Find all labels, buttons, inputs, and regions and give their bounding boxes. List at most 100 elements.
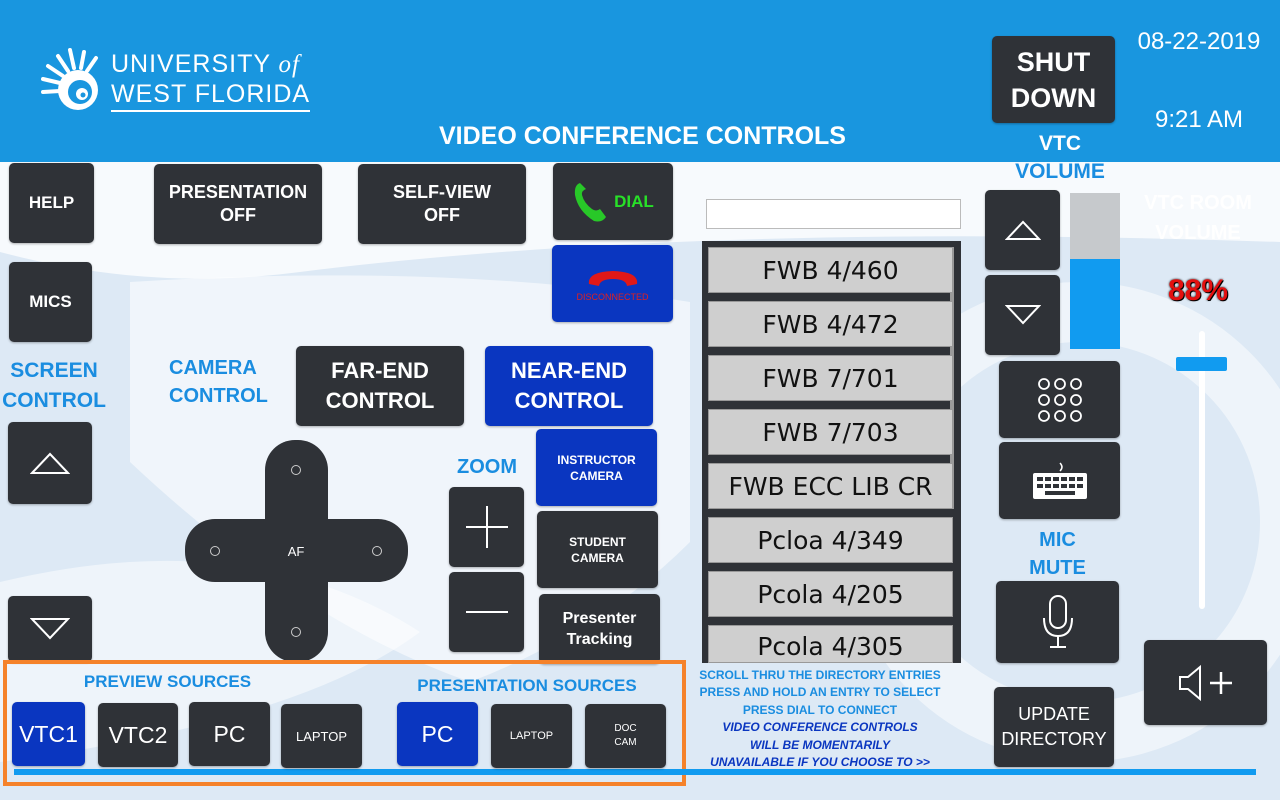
far-end-control-button[interactable]: FAR-END CONTROL [296,346,464,426]
room-volume-slider-thumb[interactable] [1176,357,1227,371]
preview-source-laptop-button[interactable]: LAPTOP [281,704,362,768]
vtc-volume-fill [1070,259,1120,349]
arrow-up-icon [1004,220,1041,240]
update-label-2: DIRECTORY [1001,729,1107,749]
preview-source-pc-button[interactable]: PC [189,702,270,766]
presentation-source-doc-cam-button[interactable]: DOC CAM [585,704,666,768]
mic-mute-button[interactable] [996,581,1119,663]
dial-label: DIAL [614,191,654,211]
zoom-in-button[interactable] [449,487,524,567]
camera-control-label: CAMERA CONTROL [160,354,279,410]
disconnect-button[interactable]: DISCONNECTED [552,245,673,322]
directory-entry[interactable]: Pcola 4/305 [708,625,953,663]
keypad-button[interactable] [999,361,1120,438]
presentation-source-pc-button[interactable]: PC [397,702,478,766]
phone-red-icon [588,270,637,286]
student-camera-button[interactable]: STUDENT CAMERA [537,511,658,588]
vtc-volume-label-1: VTC [1039,132,1081,155]
university-name-line1: UNIVERSITY of [111,50,300,79]
directory-note-line: PRESS DIAL TO CONNECT [742,703,898,717]
near-end-control-button[interactable]: NEAR-END CONTROL [485,346,653,426]
camera-control-label-1: CAMERA [169,357,257,379]
directory-note-line: VIDEO CONFERENCE CONTROLS [722,720,918,734]
presentation-off-button[interactable]: PRESENTATION OFF [154,164,322,244]
pan-right-button[interactable] [357,531,397,571]
self-view-off-button[interactable]: SELF-VIEW OFF [358,164,526,244]
shut-down-label-1: SHUT [1016,46,1091,77]
vtc-room-volume-label: VTC ROOM VOLUME [1136,188,1260,248]
instructor-label-2: CAMERA [570,468,623,483]
dpad-dot-icon [291,627,301,637]
screen-down-button[interactable] [8,596,92,662]
arrow-down-icon [1004,305,1041,325]
preview-source-vtc1-button[interactable]: VTC1 [12,702,85,766]
self-view-label-1: SELF-VIEW [393,182,491,202]
vtc-volume-meter [1070,193,1120,349]
zoom-out-button[interactable] [449,572,524,652]
directory-entry[interactable]: Pcola 4/205 [708,571,953,617]
disconnected-label: DISCONNECTED [576,291,649,302]
microphone-icon [1042,595,1073,648]
volume-up-speaker-button[interactable] [1144,640,1267,725]
vtc-volume-down-button[interactable] [985,275,1060,355]
far-end-label-2: CONTROL [325,388,435,413]
presentation-label-1: PRESENTATION [168,182,308,202]
near-end-label-2: CONTROL [514,388,624,413]
presenter-label-2: Tracking [566,631,633,648]
directory-entry[interactable]: FWB 7/701 [708,355,953,401]
dpad-dot-icon [372,546,382,556]
page-title: VIDEO CONFERENCE CONTROLS [439,122,846,150]
autofocus-button[interactable]: AF [287,543,305,559]
camera-dpad: AF [185,440,408,662]
directory-entry[interactable]: FWB 4/472 [708,301,953,347]
mic-mute-label-1: MIC [1039,529,1076,551]
mic-mute-label: MIC MUTE [996,526,1119,582]
directory-note-line: UNAVAILABLE IF YOU CHOOSE TO >> [710,755,930,769]
directory-entry[interactable]: Pcloa 4/349 [708,517,953,563]
date-display: 08-22-2019 [1137,28,1261,55]
directory-entry[interactable]: FWB 7/703 [708,409,953,455]
dpad-dot-icon [210,546,220,556]
student-label-1: STUDENT [569,534,626,549]
keyboard-icon [1032,461,1087,499]
near-end-label-1: NEAR-END [510,358,628,383]
directory-note-line: SCROLL THRU THE DIRECTORY ENTRIES [699,668,941,682]
vtc-volume-up-button[interactable] [985,190,1060,270]
bottom-accent-bar [14,769,1256,775]
preview-source-vtc2-button[interactable]: VTC2 [98,703,178,767]
directory-note-line: PRESS AND HOLD AN ENTRY TO SELECT [699,685,941,699]
pan-down-button[interactable] [276,612,316,652]
presentation-source-laptop-button[interactable]: LAPTOP [491,704,572,768]
mic-mute-label-2: MUTE [1029,557,1086,579]
help-button[interactable]: HELP [9,163,94,243]
preview-sources-label: PREVIEW SOURCES [83,672,252,691]
directory-note-line: WILL BE MOMENTARILY [750,738,890,752]
update-directory-button[interactable]: UPDATE DIRECTORY [994,687,1114,767]
vtc-volume-label-2: VOLUME [1015,160,1105,183]
presentation-label-2: OFF [220,205,256,225]
keypad-icon [1037,377,1082,422]
directory-search-input[interactable] [706,199,961,229]
pan-left-button[interactable] [195,531,235,571]
directory-entry[interactable]: FWB 4/460 [708,247,953,293]
instructor-camera-button[interactable]: INSTRUCTOR CAMERA [536,429,657,506]
pan-up-button[interactable] [276,450,316,490]
university-word: UNIVERSITY [111,50,271,78]
keyboard-button[interactable] [999,442,1120,519]
room-volume-slider-track[interactable] [1199,331,1205,609]
mics-button[interactable]: MICS [9,262,92,342]
university-of-word: of [278,51,300,78]
screen-up-button[interactable] [8,422,92,504]
dial-button[interactable]: DIAL [553,163,673,240]
arrow-up-icon [30,452,70,474]
vtc-room-label-1: VTC ROOM [1144,192,1252,214]
instructor-label-1: INSTRUCTOR [557,452,636,467]
presenter-tracking-button[interactable]: Presenter Tracking [539,594,660,664]
shut-down-label-2: DOWN [1010,82,1097,113]
doc-cam-label-2: CAM [614,737,637,748]
dpad-horizontal [185,519,408,582]
room-volume-percent: 88% [1167,274,1229,307]
directory-entry[interactable]: FWB ECC LIB CR [708,463,953,509]
vtc-volume-label: VTC VOLUME [990,130,1130,186]
shut-down-button[interactable]: SHUT DOWN [992,36,1115,123]
